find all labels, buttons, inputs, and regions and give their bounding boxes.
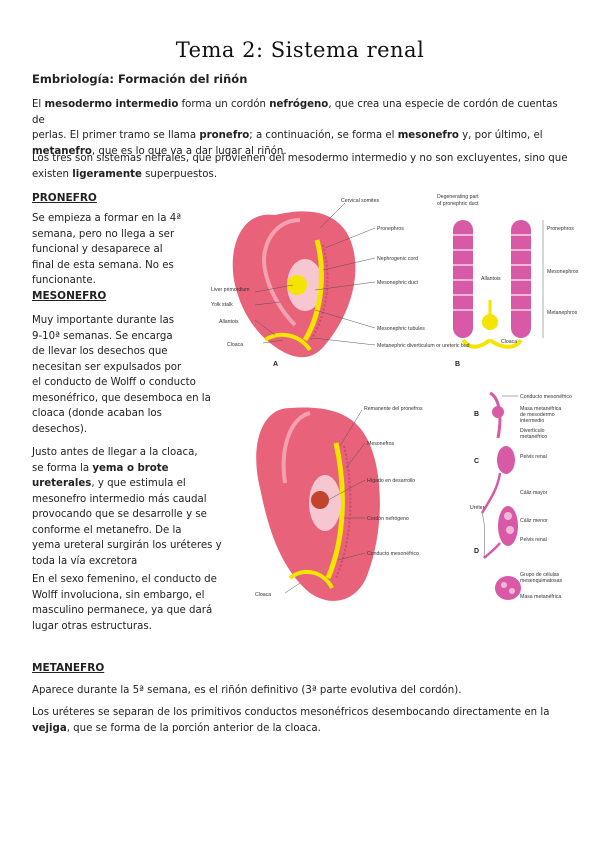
- svg-text:Degenerating part: Degenerating part: [437, 194, 479, 200]
- figure3-labels: Conducto mesonéfrico Masa metanéfrica de…: [470, 394, 572, 600]
- svg-text:Pronephros: Pronephros: [377, 226, 404, 232]
- embryo-b-illustration: [256, 407, 380, 601]
- svg-text:Cervical somites: Cervical somites: [341, 198, 379, 204]
- svg-text:Masa metanéfrica: Masa metanéfrica: [520, 406, 561, 412]
- svg-text:Cloaca: Cloaca: [501, 339, 517, 345]
- svg-text:Pronephros: Pronephros: [547, 226, 574, 232]
- svg-text:of pronephric duct: of pronephric duct: [437, 201, 479, 207]
- metanefro-paragraph-1: Aparece durante la 5ª semana, es el riñó…: [32, 685, 462, 696]
- svg-text:Mesonephros: Mesonephros: [547, 269, 579, 275]
- figure1-labels: Cervical somites Pronephros Nephrogenic …: [211, 194, 579, 368]
- svg-text:Pelvis renal: Pelvis renal: [520, 537, 547, 543]
- svg-text:Allantois: Allantois: [219, 319, 239, 325]
- intro-paragraph-2: Los tres son sistemas nefrales, que prov…: [32, 153, 568, 180]
- svg-text:Cloaca: Cloaca: [255, 592, 271, 598]
- svg-text:Conducto mesonéfrico: Conducto mesonéfrico: [367, 551, 419, 557]
- mesonefro-paragraph-3: En el sexo femenino, el conducto de Wolf…: [32, 574, 217, 632]
- svg-text:C: C: [474, 458, 479, 465]
- svg-text:Cáliz mayor: Cáliz mayor: [520, 490, 548, 496]
- stage-c-illustration: [480, 446, 515, 514]
- svg-text:D: D: [474, 548, 479, 555]
- svg-text:Mesonefros: Mesonefros: [367, 441, 395, 447]
- figure1-leader-lines: [254, 202, 376, 346]
- svg-text:Liver primordium: Liver primordium: [211, 287, 250, 293]
- stage-cells-illustration: [495, 576, 521, 600]
- mesonefro-heading: MESONEFRO: [32, 290, 107, 302]
- svg-text:Masa metanéfrica: Masa metanéfrica: [520, 594, 561, 600]
- figure-embryo-mesonefros: Remanente del pronefros Mesonefros Hígad…: [255, 406, 423, 601]
- svg-text:intermedio: intermedio: [520, 418, 544, 424]
- svg-text:Grupo de células: Grupo de células: [520, 572, 560, 578]
- svg-text:Mesonephric tubules: Mesonephric tubules: [377, 326, 425, 332]
- svg-text:mesenquimatosas: mesenquimatosas: [520, 578, 563, 584]
- mesonefro-paragraph-2: Justo antes de llegar a la cloaca, se fo…: [32, 447, 222, 567]
- figure2-leader-lines: [284, 409, 366, 594]
- stage-b-illustration: [489, 391, 518, 439]
- svg-text:Cordón nefrógeno: Cordón nefrógeno: [367, 516, 409, 522]
- intro-line-3: metanefro, que es lo que va a dar lugar …: [32, 145, 287, 157]
- svg-text:B: B: [455, 361, 460, 368]
- intro-paragraph: El mesodermo intermedio forma un cordón …: [32, 97, 572, 159]
- svg-text:de mesodermo: de mesodermo: [520, 412, 555, 418]
- svg-text:Allantois: Allantois: [481, 276, 501, 282]
- svg-text:Cloaca: Cloaca: [227, 342, 243, 348]
- svg-text:Uréter: Uréter: [470, 505, 485, 511]
- figure-embryo-nephros: Cervical somites Pronephros Nephrogenic …: [211, 194, 579, 368]
- page-title: Tema 2: Sistema renal: [175, 38, 425, 62]
- figure-b-illustration: [453, 220, 544, 349]
- stage-d-illustration: [483, 506, 518, 559]
- svg-text:Divertículo: Divertículo: [520, 428, 545, 434]
- svg-text:Metanephros: Metanephros: [547, 310, 578, 316]
- section-subtitle: Embriología: Formación del riñón: [32, 72, 248, 86]
- mesonefro-paragraph-1: Muy importante durante las 9-10ª semanas…: [32, 315, 211, 435]
- svg-text:Hígado en desarrollo: Hígado en desarrollo: [367, 478, 415, 484]
- svg-text:Pelvis renal: Pelvis renal: [520, 454, 547, 460]
- svg-text:Metanephric diverticulum or ur: Metanephric diverticulum or ureteric bud: [377, 343, 470, 349]
- metanefro-heading: METANEFRO: [32, 662, 105, 674]
- svg-text:Cáliz menor: Cáliz menor: [520, 518, 548, 524]
- figure2-labels: Remanente del pronefros Mesonefros Hígad…: [255, 406, 423, 598]
- pronefro-heading: PRONEFRO: [32, 192, 97, 204]
- svg-text:B: B: [474, 411, 479, 418]
- intro-line-1: El mesodermo intermedio forma un cordón …: [32, 99, 558, 126]
- svg-text:Nephrogenic cord: Nephrogenic cord: [377, 256, 418, 262]
- metanefro-paragraph-2: Los uréteres se separan de los primitivo…: [32, 707, 550, 734]
- svg-text:Yolk stalk: Yolk stalk: [211, 302, 233, 308]
- svg-text:A: A: [273, 361, 278, 368]
- embryo-a-illustration: [232, 211, 356, 358]
- svg-text:metanéfrico: metanéfrico: [520, 434, 547, 440]
- svg-text:Mesonephric duct: Mesonephric duct: [377, 280, 419, 286]
- intro-line-2: perlas. El primer tramo se llama pronefr…: [32, 130, 543, 141]
- svg-text:Remanente del pronefros: Remanente del pronefros: [364, 406, 423, 412]
- figure-metanefros-stages: Conducto mesonéfrico Masa metanéfrica de…: [470, 391, 572, 600]
- svg-text:Conducto mesonéfrico: Conducto mesonéfrico: [520, 394, 572, 400]
- pronefro-paragraph: Se empieza a formar en la 4ª semana, per…: [32, 213, 182, 286]
